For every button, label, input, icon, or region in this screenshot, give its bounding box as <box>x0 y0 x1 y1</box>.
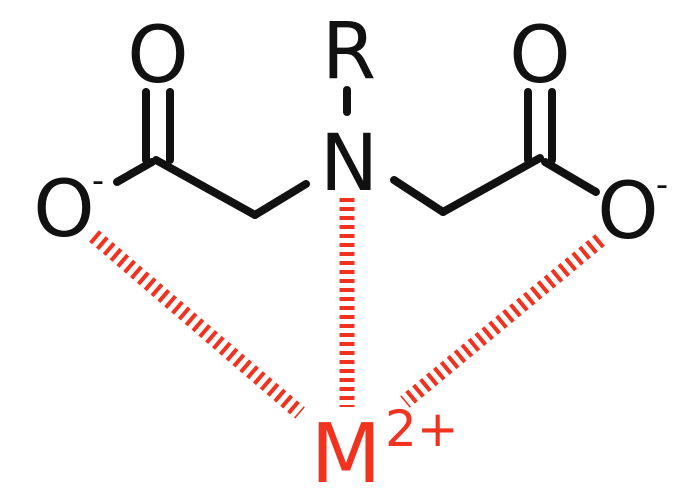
atom-nitrogen: N <box>320 119 378 209</box>
left-c-o-bond <box>113 158 156 186</box>
bond-lines <box>113 86 600 219</box>
coordination-bonds <box>89 198 605 419</box>
atom-o-top-left: O <box>127 11 188 101</box>
atom-o-top-right: O <box>509 11 570 101</box>
atom-o-left: O <box>33 165 94 255</box>
coordination-bond-right-o <box>400 234 605 408</box>
right-c-o-bond <box>541 158 600 196</box>
coordination-bond-left-o <box>89 230 305 419</box>
left-c-ch2-bond <box>152 156 259 219</box>
atom-o-left-charge: - <box>92 161 104 201</box>
metal-ion-symbol: M <box>311 407 382 492</box>
right-ch2-c-bond <box>439 154 544 216</box>
right-n-ch2-bond <box>390 176 447 216</box>
metal-ion-charge: 2+ <box>385 400 459 458</box>
atom-r-group: R <box>322 7 376 97</box>
atom-o-right-charge: - <box>656 165 668 205</box>
atom-o-right: O <box>597 167 658 257</box>
left-ch2-n-bond <box>251 180 310 219</box>
